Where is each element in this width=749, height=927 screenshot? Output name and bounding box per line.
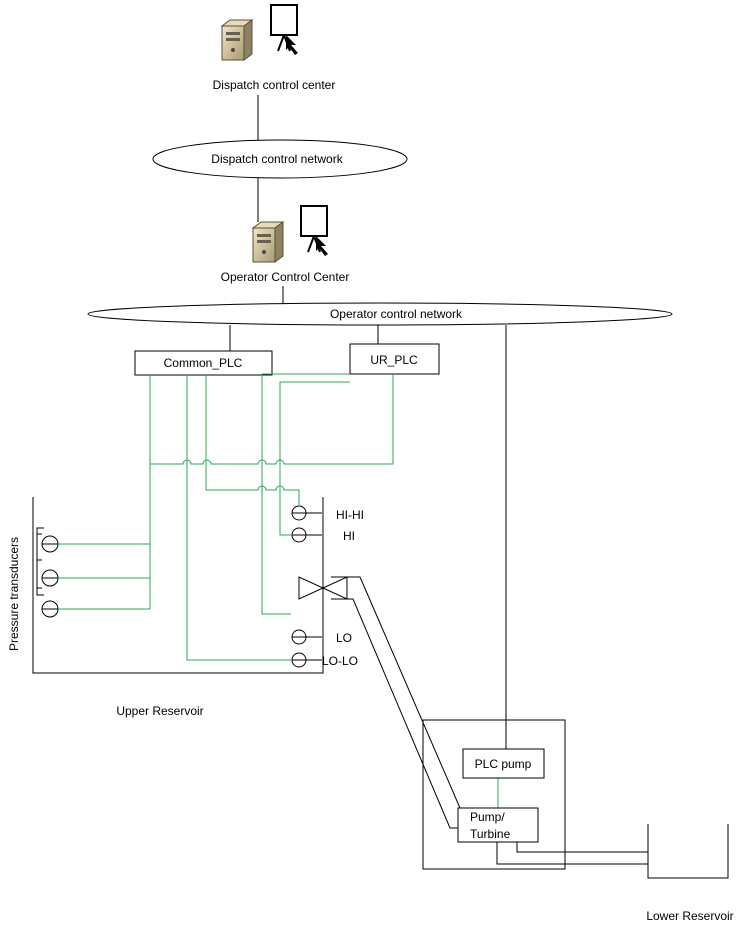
pump-turbine-label-2: Turbine xyxy=(470,827,511,841)
operator-center-label: Operator Control Center xyxy=(221,270,350,284)
operator-network-label: Operator control network xyxy=(330,307,463,321)
pump-turbine-box xyxy=(457,807,539,843)
operator-network: Operator control network xyxy=(87,302,673,326)
common-plc-label: Common_PLC xyxy=(164,356,243,370)
operator-center: Operator Control Center xyxy=(221,205,350,284)
transducer-3 xyxy=(41,600,59,618)
signal-wires xyxy=(58,373,499,808)
plc-pump-label: PLC pump xyxy=(475,757,532,771)
level-sensors: HI-HI HI LO LO-LO xyxy=(291,505,364,668)
pressure-transducers-label: Pressure transducers xyxy=(7,537,21,651)
upper-reservoir: Upper Reservoir xyxy=(32,497,324,718)
dispatch-network: Dispatch control network xyxy=(152,139,408,179)
hi-gauge xyxy=(291,527,307,543)
ur-plc: UR_PLC xyxy=(349,343,440,375)
valve-icon xyxy=(298,576,348,600)
lo-gauge xyxy=(291,629,307,645)
monitor-icon xyxy=(300,205,329,257)
lo-lo-label: LO-LO xyxy=(322,654,358,668)
transducer-1 xyxy=(41,535,59,553)
hi-hi-gauge xyxy=(291,505,307,521)
dispatch-center: Dispatch control center xyxy=(213,4,336,92)
lo-label: LO xyxy=(336,631,352,645)
lower-reservoir-label: Lower Reservoir xyxy=(646,909,733,923)
upper-reservoir-label: Upper Reservoir xyxy=(116,704,203,718)
common-plc: Common_PLC xyxy=(134,350,273,376)
ur-plc-label: UR_PLC xyxy=(370,353,418,367)
plc-pump-box xyxy=(462,748,545,779)
pump-turbine-label-1: Pump/ xyxy=(470,810,505,824)
lo-lo-gauge xyxy=(291,652,307,668)
powerhouse: PLC pump Pump/ Turbine xyxy=(422,719,566,870)
monitor-icon xyxy=(270,4,299,56)
transducer-2 xyxy=(41,569,59,587)
penstock-pipe xyxy=(331,576,461,829)
dispatch-center-label: Dispatch control center xyxy=(213,78,336,92)
lower-reservoir: Lower Reservoir xyxy=(646,824,734,923)
dispatch-network-label: Dispatch control network xyxy=(211,152,343,166)
hi-label: HI xyxy=(343,529,355,543)
hi-hi-label: HI-HI xyxy=(336,508,364,522)
pressure-transducers: Pressure transducers xyxy=(7,527,59,651)
tailrace-pipe xyxy=(496,842,648,865)
server-icon xyxy=(252,221,284,263)
server-icon xyxy=(221,19,253,61)
